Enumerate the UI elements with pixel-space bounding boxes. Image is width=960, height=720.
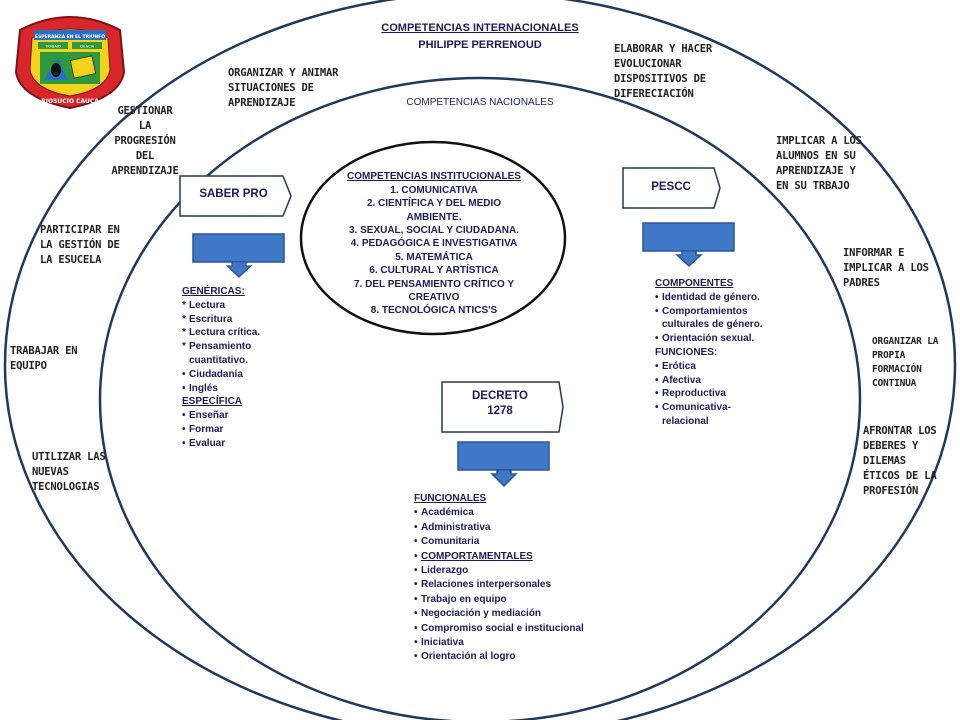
list-item: Afectiva xyxy=(655,374,773,388)
decreto-pentagon xyxy=(441,381,564,433)
list-item: Evaluar xyxy=(182,437,292,451)
list-item: Identidad de género. xyxy=(655,291,773,305)
list-item: Orientación sexual. xyxy=(655,332,773,346)
title-author: PHILIPPE PERRENOUD xyxy=(418,39,542,51)
middle-ellipse xyxy=(98,76,862,720)
list-item: Pensamiento cuantitativo. xyxy=(182,340,292,368)
arrow-pescc xyxy=(642,222,735,268)
skill-organizar-animar: ORGANIZAR Y ANIMAR SITUACIONES DE APREND… xyxy=(228,67,339,109)
seal-ring-text: NORMAL SUPERIOR DE RIOSUCIO xyxy=(5,10,135,18)
list-item: Comunitaria xyxy=(414,535,604,550)
list-item: 6. CULTURAL Y ARTÍSTICA xyxy=(369,265,499,277)
comportamentales-title: COMPORTAMENTALES xyxy=(421,550,533,562)
list-item: 2. CIENTÍFICA Y DEL MEDIO AMBIENTE. xyxy=(366,198,502,223)
inner-ellipse xyxy=(299,140,567,336)
funciones-title: FUNCIONES: xyxy=(655,346,718,358)
pescc-pentagon xyxy=(622,167,721,209)
list-item: Relaciones interpersonales xyxy=(414,578,604,593)
list-item: 5. MATEMÁTICA xyxy=(395,251,473,263)
decreto-label: DECRETO 1278 xyxy=(471,390,529,417)
skill-participar-gestion: PARTICIPAR EN LA GESTIÓN DE LA ESUCELA xyxy=(40,224,120,266)
skill-implicar-alumnos: IMPLICAR A LOS ALUMNOS EN SU APRENDIZAJE… xyxy=(776,135,862,192)
genericas-title: GENÉRICAS: xyxy=(182,286,245,297)
list-item: Académica xyxy=(414,506,604,521)
list-item: Compromiso social e institucional xyxy=(414,622,604,637)
title-nacionales: COMPETENCIAS NACIONALES xyxy=(406,97,554,108)
list-item: Administrativa xyxy=(414,521,604,536)
list-item: Formar xyxy=(182,423,292,437)
decreto-list: FUNCIONALES Académica Administrativa Com… xyxy=(414,492,604,665)
list-item: Negociación y mediación xyxy=(414,607,604,622)
seal-sub-left: TRABAJO xyxy=(44,45,61,49)
seal-bottom-text: RIOSUCIO CAUCA xyxy=(41,98,99,105)
list-item: Escritura xyxy=(182,313,292,327)
list-item: Inglés xyxy=(182,382,292,396)
institucionales-title: COMPETENCIAS INSTITUCIONALES xyxy=(347,171,521,182)
skill-utilizar-tecnologias: UTILIZAR LAS NUEVAS TECNOLOGIAS xyxy=(32,451,106,493)
list-item: Iniciativa xyxy=(414,636,604,651)
list-item: Lectura crítica. xyxy=(182,326,292,340)
list-item: Ciudadanía xyxy=(182,368,292,382)
seal-sub-right: CIENCIA xyxy=(80,45,95,49)
pescc-list: COMPONENTES Identidad de género. Comport… xyxy=(655,277,773,429)
list-item: COMPORTAMENTALES xyxy=(414,550,604,565)
skill-elaborar-dispositivos: ELABORAR Y HACER EVOLUCIONAR DISPOSITIVO… xyxy=(614,43,712,100)
list-item: Trabajo en equipo xyxy=(414,593,604,608)
skill-organizar-formacion: ORGANIZAR LA PROPIA FORMACIÓN CONTINUA xyxy=(872,336,939,389)
list-item: 4. PEDAGÓGICA E INVESTIGATIVA xyxy=(350,238,518,250)
saber-pro-pentagon xyxy=(179,175,292,217)
arrow-saber-pro xyxy=(192,233,285,278)
saber-pro-label: SABER PRO xyxy=(199,188,268,200)
institucionales-list: 1. COMUNICATIVA 2. CIENTÍFICA Y DEL MEDI… xyxy=(346,184,522,318)
list-item: Enseñar xyxy=(182,409,292,423)
componentes-title: COMPONENTES xyxy=(655,278,734,289)
institucionales-block: COMPETENCIAS INSTITUCIONALES 1. COMUNICA… xyxy=(346,170,522,318)
list-item: Orientación al logro xyxy=(414,650,604,665)
list-item: Comunicativa-relacional xyxy=(655,401,773,429)
outer-ellipse xyxy=(3,0,957,720)
list-item: Reproductiva xyxy=(655,387,773,401)
pescc-label: PESCC xyxy=(651,181,691,193)
seal-banner: ESPERANZA EN EL TRIUNFO xyxy=(35,34,105,40)
list-item: Liderazgo xyxy=(414,564,604,579)
arrow-decreto xyxy=(457,441,550,488)
saber-pro-list: GENÉRICAS: Lectura Escritura Lectura crí… xyxy=(182,285,292,451)
list-item: 3. SEXUAL, SOCIAL Y CIUDADANA. xyxy=(348,225,520,237)
list-item: Lectura xyxy=(182,299,292,313)
list-item: Erótica xyxy=(655,360,773,374)
skill-trabajar-equipo: TRABAJAR EN EQUIPO xyxy=(10,345,78,372)
skill-gestionar-progresion: GESTIONAR LA PROGRESIÓN DEL APRENDIZAJE xyxy=(111,105,179,177)
skill-informar-padres: INFORMAR E IMPLICAR A LOS PADRES xyxy=(843,247,929,289)
list-item: Comportamientos culturales de género. xyxy=(655,305,773,333)
list-item: 1. COMUNICATIVA xyxy=(390,184,478,196)
especifica-title: ESPECÍFICA xyxy=(182,396,243,408)
list-item: 8. TECNOLÓGICA NTICS'S xyxy=(370,305,498,317)
funcionales-title: FUNCIONALES xyxy=(414,493,487,504)
skill-afrontar-deberes: AFRONTAR LOS DEBERES Y DILEMAS ÉTICOS DE… xyxy=(863,425,937,497)
list-item: 7. DEL PENSAMIENTO CRÍTICO Y CREATIVO xyxy=(353,278,515,304)
school-seal-logo: NORMAL SUPERIOR DE RIOSUCIO ESPERANZA EN… xyxy=(5,10,135,110)
title-internacionales: COMPETENCIAS INTERNACIONALES xyxy=(381,22,579,34)
